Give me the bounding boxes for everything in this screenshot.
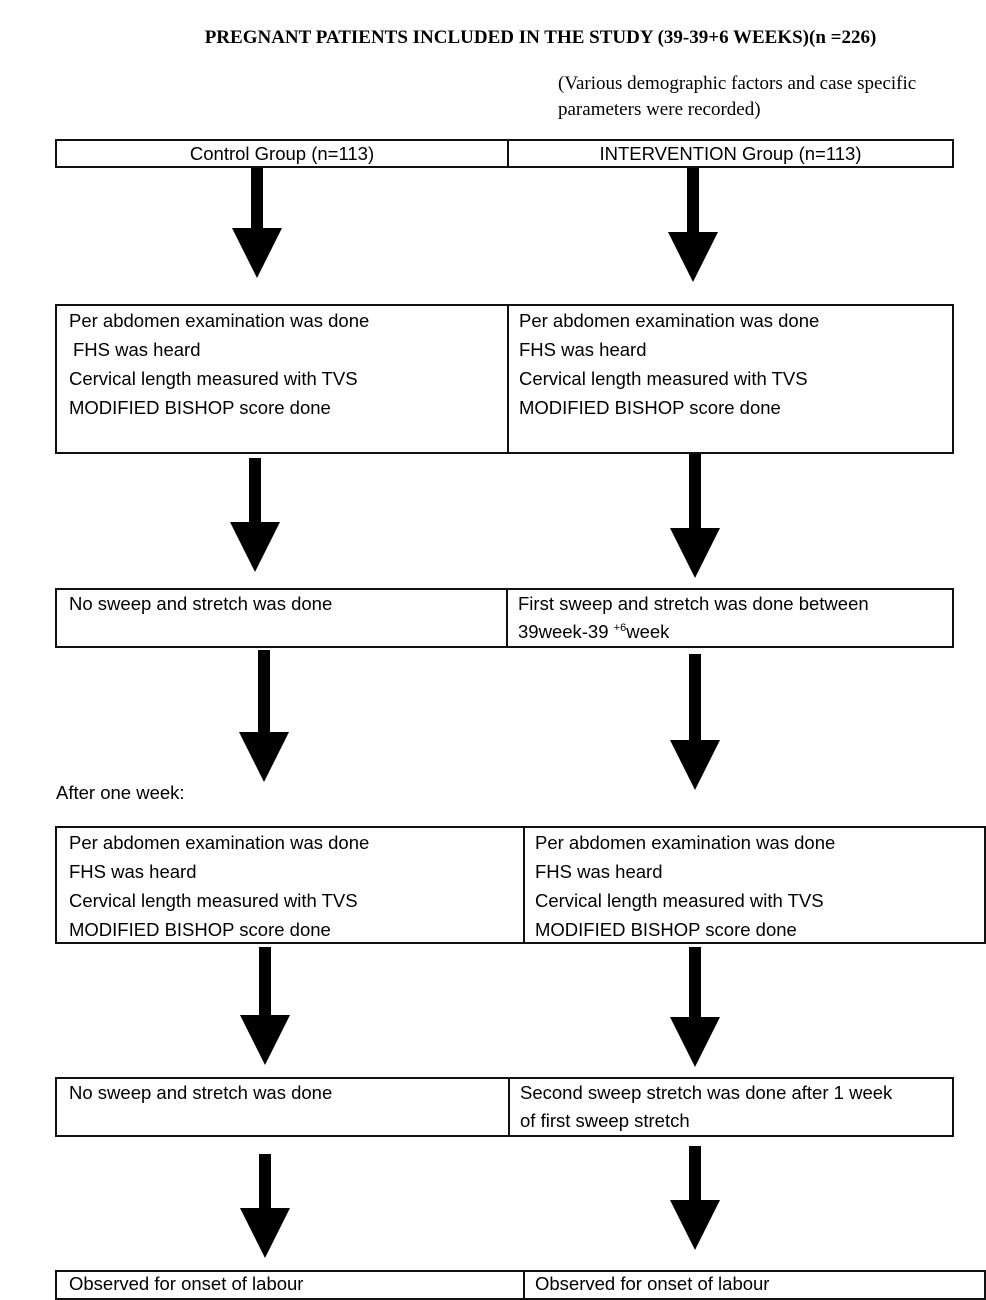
- exam-step-bishop-score: MODIFIED BISHOP score done: [535, 919, 797, 940]
- study-note-line-1: (Various demographic factors and case sp…: [558, 73, 917, 94]
- down-arrow-icon: [230, 458, 280, 572]
- control-followup-exam-box: Per abdomen examination was done FHS was…: [57, 828, 523, 942]
- study-note-line-2: parameters were recorded): [558, 99, 761, 120]
- intervention-group-label: INTERVENTION Group (n=113): [599, 143, 862, 164]
- first-sweep-row: No sweep and stretch was done First swee…: [55, 588, 954, 648]
- intervention-first-sweep-box: First sweep and stretch was done between…: [506, 590, 952, 646]
- intervention-group-box: INTERVENTION Group (n=113): [507, 141, 952, 166]
- exam-step-bishop-score: MODIFIED BISHOP score done: [519, 397, 781, 418]
- exam-step-cervical-length: Cervical length measured with TVS: [69, 890, 358, 911]
- intervention-first-sweep-line-2: 39week-39 +6week: [518, 621, 670, 642]
- after-one-week-label: After one week:: [56, 782, 185, 803]
- down-arrow-icon: [240, 947, 290, 1065]
- control-outcome-box: Observed for onset of labour: [57, 1272, 523, 1298]
- intervention-second-sweep-line-2: of first sweep stretch: [520, 1110, 690, 1131]
- intervention-outcome-box: Observed for onset of labour: [523, 1272, 984, 1298]
- control-second-sweep-text: No sweep and stretch was done: [69, 1082, 333, 1103]
- exam-step-fhs: FHS was heard: [519, 339, 647, 360]
- down-arrow-icon: [240, 1154, 290, 1258]
- second-sweep-row: No sweep and stretch was done Second swe…: [55, 1077, 954, 1137]
- exam-step-abdomen: Per abdomen examination was done: [535, 832, 836, 853]
- intervention-followup-exam-box: Per abdomen examination was done FHS was…: [523, 828, 984, 942]
- intervention-outcome-text: Observed for onset of labour: [535, 1273, 770, 1294]
- study-note: (Various demographic factors and case sp…: [558, 71, 916, 123]
- initial-exam-row: Per abdomen examination was done FHS was…: [55, 304, 954, 454]
- intervention-second-sweep-line-1: Second sweep stretch was done after 1 we…: [520, 1082, 893, 1103]
- exam-step-bishop-score: MODIFIED BISHOP score done: [69, 919, 331, 940]
- down-arrow-icon: [670, 454, 720, 578]
- control-first-sweep-text: No sweep and stretch was done: [69, 593, 333, 614]
- control-second-sweep-box: No sweep and stretch was done: [57, 1079, 508, 1135]
- intervention-initial-exam-box: Per abdomen examination was done FHS was…: [507, 306, 952, 452]
- down-arrow-icon: [232, 168, 282, 278]
- intervention-second-sweep-box: Second sweep stretch was done after 1 we…: [508, 1079, 952, 1135]
- exam-step-abdomen: Per abdomen examination was done: [69, 832, 370, 853]
- exam-step-fhs: FHS was heard: [69, 861, 197, 882]
- intervention-first-sweep-line-1: First sweep and stretch was done between: [518, 593, 869, 614]
- followup-exam-row: Per abdomen examination was done FHS was…: [55, 826, 986, 944]
- outcome-row: Observed for onset of labour Observed fo…: [55, 1270, 986, 1300]
- exam-step-cervical-length: Cervical length measured with TVS: [535, 890, 824, 911]
- control-group-label: Control Group (n=113): [189, 143, 375, 164]
- down-arrow-icon: [670, 654, 720, 790]
- gestation-superscript: +6: [613, 622, 627, 634]
- down-arrow-icon: [670, 1146, 720, 1250]
- exam-step-fhs: FHS was heard: [73, 339, 201, 360]
- control-outcome-text: Observed for onset of labour: [69, 1273, 304, 1294]
- exam-step-cervical-length: Cervical length measured with TVS: [69, 368, 358, 389]
- exam-step-bishop-score: MODIFIED BISHOP score done: [69, 397, 331, 418]
- exam-step-fhs: FHS was heard: [535, 861, 663, 882]
- control-group-box: Control Group (n=113): [57, 141, 507, 166]
- control-initial-exam-box: Per abdomen examination was done FHS was…: [57, 306, 507, 452]
- down-arrow-icon: [239, 650, 289, 782]
- exam-step-abdomen: Per abdomen examination was done: [69, 310, 370, 331]
- control-first-sweep-box: No sweep and stretch was done: [57, 590, 506, 646]
- exam-step-abdomen: Per abdomen examination was done: [519, 310, 820, 331]
- exam-step-cervical-length: Cervical length measured with TVS: [519, 368, 808, 389]
- group-header-row: Control Group (n=113) INTERVENTION Group…: [55, 139, 954, 168]
- diagram-title: PREGNANT PATIENTS INCLUDED IN THE STUDY …: [204, 27, 877, 48]
- down-arrow-icon: [670, 947, 720, 1067]
- down-arrow-icon: [668, 168, 718, 282]
